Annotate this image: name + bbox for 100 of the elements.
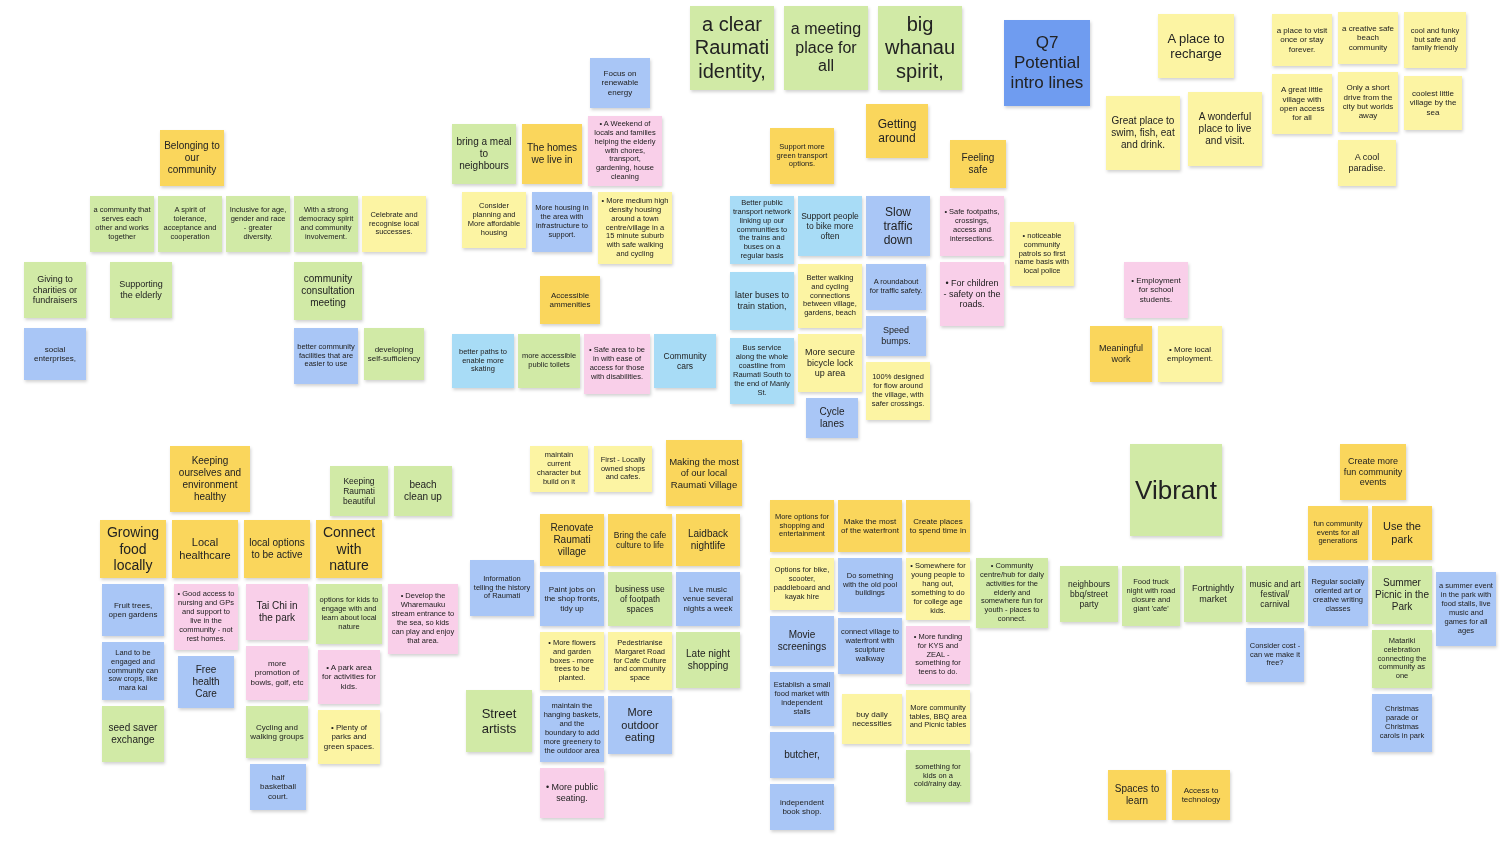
note-text: Create places to spend time in — [909, 516, 967, 536]
sticky-note — [452, 334, 514, 388]
sticky-note — [24, 328, 86, 380]
sticky-note — [770, 558, 834, 610]
sticky-note — [770, 128, 834, 184]
note-text: Connect with nature — [321, 524, 377, 574]
sticky-note — [838, 618, 902, 674]
sticky-note — [172, 520, 238, 578]
sticky-note — [594, 446, 652, 492]
note-text: more promotion of bowls, golf, etc — [249, 658, 305, 688]
sticky-note — [1338, 12, 1398, 64]
sticky-note — [522, 124, 582, 184]
sticky-note — [1010, 222, 1074, 286]
sticky-note — [466, 690, 532, 752]
note-text: half basketball court. — [259, 772, 297, 802]
note-text: Focus on renewable energy — [600, 68, 640, 98]
sticky-note — [316, 584, 382, 644]
sticky-note — [294, 196, 358, 252]
sticky-note — [838, 558, 902, 612]
sticky-note — [906, 500, 970, 552]
sticky-note — [1308, 566, 1368, 626]
note-text: Street artists — [480, 705, 518, 737]
sticky-note — [730, 272, 794, 330]
note-text: local options to be active — [248, 537, 306, 561]
sticky-note — [330, 466, 388, 516]
sticky-note — [102, 642, 164, 700]
sticky-note — [1108, 770, 1166, 820]
sticky-note — [388, 584, 458, 654]
note-text: • More local employment. — [1166, 344, 1214, 364]
note-text: Spaces to learn — [1113, 783, 1161, 807]
sticky-note — [654, 334, 716, 388]
sticky-note — [1130, 444, 1222, 536]
sticky-note — [770, 616, 834, 666]
sticky-note — [1338, 72, 1398, 132]
note-text: music and art festival/ carnival — [1249, 578, 1301, 609]
sticky-note — [906, 750, 970, 802]
note-text: neighbours bbq/street party — [1066, 578, 1112, 609]
note-text: seed saver exchange — [107, 722, 159, 746]
sticky-note — [770, 500, 834, 552]
note-text: Slow traffic down — [882, 204, 914, 248]
sticky-note — [798, 334, 862, 392]
sticky-note — [362, 196, 426, 252]
sticky-note — [784, 6, 868, 90]
sticky-note — [878, 6, 962, 90]
sticky-note — [1246, 628, 1304, 682]
sticky-note — [1404, 12, 1466, 68]
sticky-note — [608, 632, 672, 690]
note-text: a creative safe beach community — [1341, 23, 1395, 53]
sticky-note — [250, 764, 306, 810]
note-text: a place to visit once or stay forever. — [1275, 25, 1329, 55]
note-text: Movie screenings — [776, 629, 828, 653]
sticky-note — [540, 572, 604, 626]
sticky-note — [532, 192, 592, 252]
sticky-note — [676, 572, 740, 626]
sticky-note — [462, 192, 526, 248]
sticky-note — [770, 672, 834, 726]
sticky-note — [690, 6, 774, 90]
note-text: beach clean up — [403, 479, 443, 503]
sticky-note — [798, 196, 862, 256]
note-text: • Employment for school students. — [1130, 275, 1182, 305]
sticky-note — [540, 514, 604, 566]
sticky-note — [590, 58, 650, 108]
sticky-note — [770, 732, 834, 778]
sticky-note — [1372, 566, 1432, 624]
note-text: community consultation meeting — [300, 273, 356, 309]
sticky-note — [518, 334, 580, 388]
note-text: social enterprises, — [33, 344, 77, 364]
sticky-note — [470, 560, 534, 616]
sticky-note — [102, 584, 164, 636]
note-text: Supporting the elderly — [118, 279, 164, 301]
sticky-note — [1158, 14, 1234, 78]
sticky-note — [1308, 506, 1368, 560]
note-text: Keeping ourselves and environment healthy — [177, 455, 243, 503]
sticky-note — [866, 316, 926, 356]
sticky-note — [1188, 92, 1262, 166]
note-text: Growing food locally — [105, 524, 161, 574]
sticky-note — [174, 584, 238, 650]
note-text: Speed bumps. — [880, 325, 912, 347]
note-text: • More public seating. — [544, 782, 600, 804]
sticky-note — [1090, 326, 1152, 382]
sticky-note — [1272, 74, 1332, 134]
sticky-note — [246, 584, 308, 640]
note-text: Belonging to our community — [163, 140, 221, 176]
note-text: • A park area for activities for kids. — [321, 662, 377, 692]
sticky-note — [1246, 566, 1304, 622]
sticky-note — [666, 440, 742, 506]
sticky-note — [866, 362, 930, 420]
note-text: Fortnightly market — [1191, 583, 1235, 605]
sticky-note — [318, 710, 380, 764]
sticky-note — [940, 262, 1004, 326]
sticky-note — [866, 104, 928, 158]
sticky-note — [394, 466, 452, 516]
note-text: Make the most of the waterfront — [841, 516, 899, 536]
note-text: Q7 Potential intro lines — [1009, 32, 1085, 94]
sticky-note — [1404, 76, 1462, 130]
note-text: independent book shop. — [778, 797, 825, 817]
sticky-note — [294, 328, 358, 384]
sticky-note — [318, 650, 380, 704]
note-text: business use of footpath spaces — [614, 583, 666, 614]
note-text: coolest little village by the sea — [1408, 88, 1458, 118]
